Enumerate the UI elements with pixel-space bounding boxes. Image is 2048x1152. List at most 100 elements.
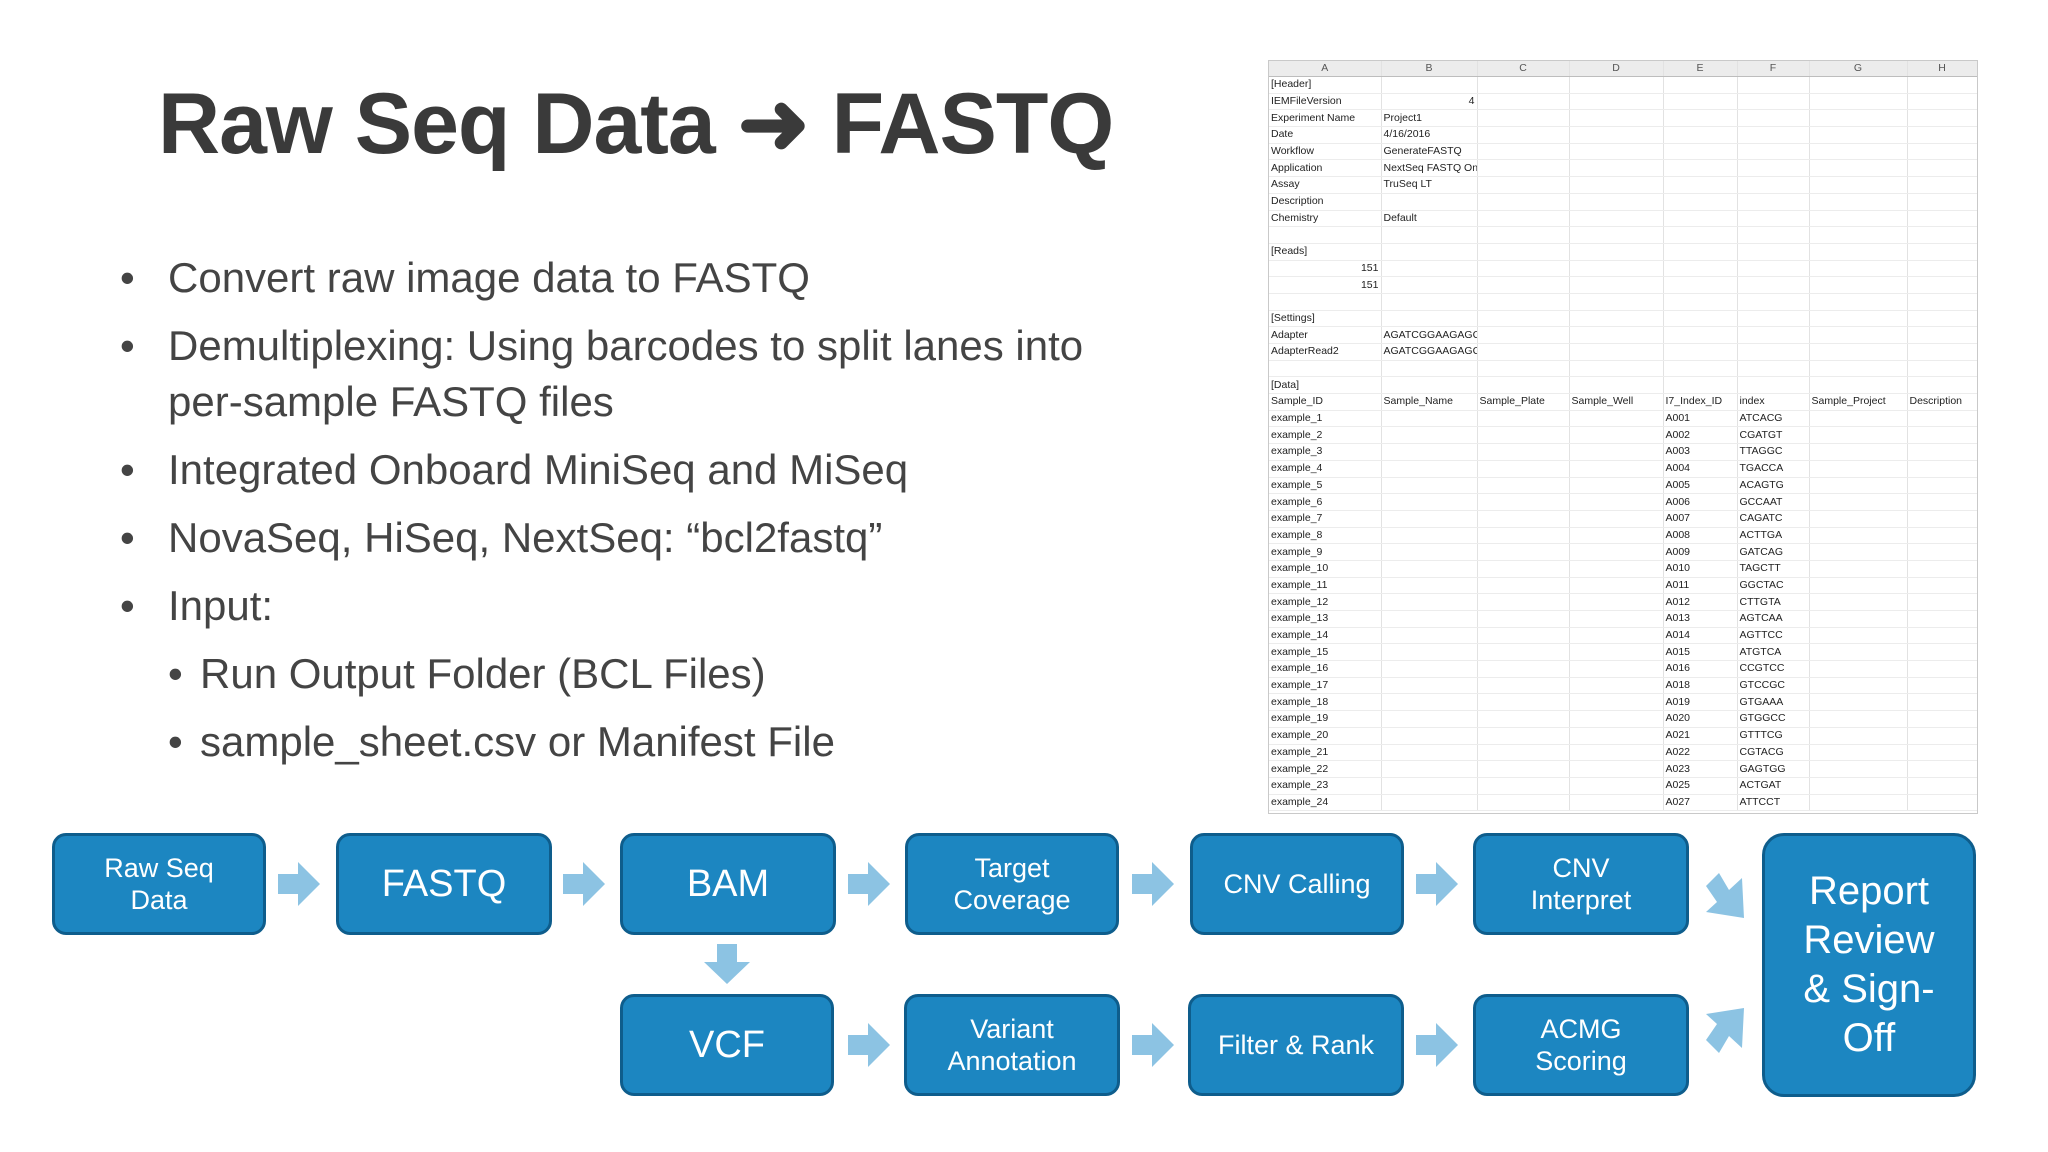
- sheet-cell: [1569, 260, 1664, 278]
- sheet-cell: [1569, 677, 1664, 695]
- sheet-cell: [1737, 343, 1810, 361]
- sheet-cell: [1569, 226, 1664, 244]
- sheet-cell: [1907, 293, 1977, 311]
- sheet-cell: [1809, 360, 1908, 378]
- sheet-cell: A018: [1663, 677, 1738, 695]
- sheet-cell: [1809, 760, 1908, 778]
- sheet-cell: example_18: [1269, 693, 1382, 712]
- sub-bullet-item: •sample_sheet.csv or Manifest File: [120, 714, 1220, 770]
- sheet-cell: [1809, 577, 1908, 595]
- sheet-cell: [1809, 93, 1908, 111]
- sheet-cell: [1809, 477, 1908, 495]
- sheet-cell: [1477, 426, 1570, 445]
- column-header: D: [1569, 61, 1664, 77]
- sheet-cell: A020: [1663, 710, 1738, 728]
- sheet-cell: [1569, 527, 1664, 545]
- sheet-cell: [1809, 226, 1908, 244]
- sheet-cell: [1381, 710, 1478, 728]
- sheet-cell: [1809, 593, 1908, 611]
- sheet-cell: [1809, 443, 1908, 461]
- sheet-row: AdapterRead2AGATCGGAAGAGCGTCGTGTAGGGAAAG…: [1269, 343, 1977, 361]
- sheet-cell: CGTACG: [1737, 744, 1810, 762]
- sheet-cell: [1663, 243, 1738, 261]
- sheet-cell: [1663, 143, 1738, 161]
- sheet-cell: [1477, 310, 1570, 328]
- sheet-cell: [1381, 660, 1478, 678]
- sheet-cell: [1809, 677, 1908, 695]
- sheet-cell: GTGGCC: [1737, 710, 1810, 728]
- sheet-cell: I7_Index_ID: [1663, 393, 1738, 411]
- sheet-cell: CAGATC: [1737, 510, 1810, 528]
- sheet-cell: [1907, 426, 1977, 445]
- sheet-cell: [1809, 543, 1908, 561]
- sheet-cell: [1381, 543, 1478, 561]
- sheet-cell: [1907, 326, 1977, 344]
- sheet-cell: [1477, 693, 1570, 712]
- bullet-item: •NovaSeq, HiSeq, NextSeq: “bcl2fastq”: [120, 510, 1220, 566]
- sheet-cell: GATCAG: [1737, 543, 1810, 561]
- sheet-cell: [1663, 326, 1738, 344]
- bullet-dot: •: [120, 582, 135, 629]
- sheet-cell: [1663, 159, 1738, 178]
- sheet-cell: [1381, 493, 1478, 511]
- sheet-cell: [1569, 477, 1664, 495]
- sheet-cell: A002: [1663, 426, 1738, 445]
- sheet-cell: example_12: [1269, 593, 1382, 611]
- sheet-cell: [1477, 627, 1570, 645]
- sheet-cell: A006: [1663, 493, 1738, 511]
- sheet-cell: [1663, 76, 1738, 94]
- sheet-cell: CCGTCC: [1737, 660, 1810, 678]
- sheet-cell: [1477, 226, 1570, 244]
- sheet-cell: [1663, 193, 1738, 211]
- sheet-cell: A003: [1663, 443, 1738, 461]
- sheet-cell: [1569, 610, 1664, 628]
- sheet-cell: A013: [1663, 610, 1738, 628]
- sheet-cell: index: [1737, 393, 1810, 411]
- sheet-cell: [1569, 660, 1664, 678]
- sheet-cell: [1907, 243, 1977, 261]
- column-header: E: [1663, 61, 1738, 77]
- sheet-row: [1269, 293, 1977, 311]
- sheet-cell: [1569, 727, 1664, 745]
- arrow-right-icon: [1132, 862, 1174, 906]
- sheet-cell: Project1: [1381, 109, 1478, 128]
- sheet-cell: [1569, 693, 1664, 712]
- sheet-cell: [1907, 510, 1977, 528]
- sheet-cell: Workflow: [1269, 143, 1382, 161]
- sheet-cell: A010: [1663, 560, 1738, 578]
- column-header: B: [1381, 61, 1478, 77]
- slide-title: Raw Seq Data ➜ FASTQ: [158, 76, 1114, 172]
- sheet-cell: GTGAAA: [1737, 693, 1810, 712]
- variant-annotation-box: Variant Annotation: [904, 994, 1120, 1096]
- sheet-cell: [1907, 193, 1977, 211]
- sheet-cell: [1737, 243, 1810, 261]
- sheet-cell: [1809, 727, 1908, 745]
- sheet-cell: [1477, 243, 1570, 261]
- sheet-cell: [1663, 343, 1738, 361]
- bullet-text: Integrated Onboard MiniSeq and MiSeq: [168, 446, 909, 493]
- sheet-cell: [1907, 610, 1977, 628]
- arrow-right-icon: [1416, 1023, 1458, 1067]
- sheet-cell: Sample_Plate: [1477, 393, 1570, 411]
- sheet-cell: [1907, 527, 1977, 545]
- sheet-cell: [1809, 326, 1908, 344]
- bullet-text: sample_sheet.csv or Manifest File: [200, 718, 835, 765]
- sheet-cell: example_22: [1269, 760, 1382, 778]
- bullet-dot: •: [168, 650, 183, 697]
- filter-rank-box: Filter & Rank: [1188, 994, 1404, 1096]
- sheet-row: AdapterAGATCGGAAGAGCACACGTCTGAACTCCAGTCA: [1269, 326, 1977, 344]
- sheet-cell: 4/16/2016: [1381, 126, 1478, 144]
- sheet-cell: [1477, 794, 1570, 812]
- sheet-cell: [1569, 276, 1664, 294]
- sheet-cell: [1477, 260, 1570, 278]
- sheet-cell: [1809, 627, 1908, 645]
